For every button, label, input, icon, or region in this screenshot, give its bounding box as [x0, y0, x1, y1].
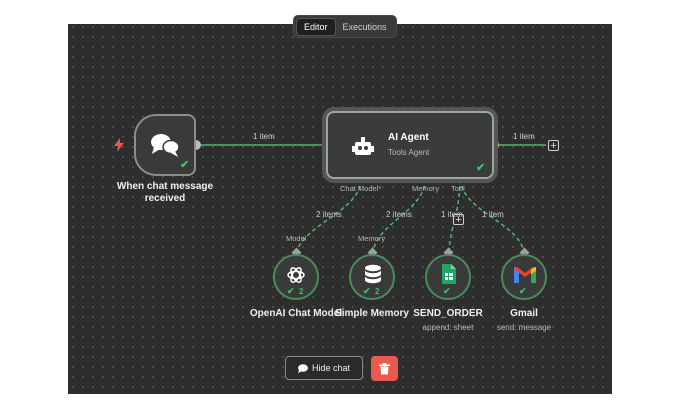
edge-label-chat-model: 2 items: [316, 210, 342, 219]
openai-chat-model-node[interactable]: ✔ 2: [273, 254, 319, 300]
agent-success-check-icon: ✔: [476, 162, 486, 174]
chat-model-connector-label: Chat Model*: [340, 184, 382, 193]
hide-chat-button[interactable]: Hide chat: [285, 356, 363, 380]
trash-icon: [379, 362, 390, 374]
edge-label-gmail: 1 item: [482, 210, 504, 219]
trigger-title-line2: received: [144, 193, 186, 204]
send-order-success-check-icon: ✔: [443, 286, 451, 296]
send-order-title: SEND_ORDER: [413, 308, 483, 319]
openai-icon: [287, 267, 305, 283]
memory-title: Simple Memory: [335, 308, 409, 319]
lightning-bolt-icon: [114, 138, 124, 152]
model-target-label: Model: [286, 234, 307, 243]
send-order-subtitle: append: sheet: [422, 323, 474, 332]
add-next-node-button[interactable]: +: [548, 140, 559, 152]
memory-connector-label: Memory: [412, 184, 440, 193]
openai-success-check-icon: ✔: [287, 286, 295, 296]
edge-label-send-order: 1 item: [441, 210, 463, 219]
agent-title: AI Agent: [388, 132, 429, 143]
openai-title: OpenAI Chat Model: [249, 308, 343, 319]
add-tool-button[interactable]: +: [453, 214, 464, 226]
google-sheets-icon: [442, 264, 456, 284]
memory-success-check-icon: ✔: [363, 286, 371, 296]
wire-tool-sheet: [448, 178, 461, 253]
openai-run-count: 2: [299, 287, 304, 296]
gmail-title: Gmail: [510, 308, 538, 319]
workflow-canvas[interactable]: Editor Executions: [68, 12, 612, 394]
gmail-subtitle: send: message: [496, 323, 552, 332]
send-order-node[interactable]: ✔: [425, 254, 471, 300]
edge-label-memory: 2 items: [386, 210, 412, 219]
gmail-icon: [514, 267, 536, 283]
wire-memory: [372, 178, 427, 253]
tab-executions[interactable]: Executions: [342, 21, 387, 32]
view-tabs: Editor Executions: [293, 15, 397, 38]
hide-chat-label: Hide chat: [311, 363, 351, 373]
chat-trigger-node[interactable]: ✔: [134, 114, 196, 176]
tab-editor[interactable]: Editor: [296, 17, 336, 36]
agent-subtitle: Tools Agent: [388, 148, 430, 157]
trigger-success-check-icon: ✔: [180, 159, 190, 171]
wire-tool-gmail: [459, 178, 525, 253]
chat-bubbles-icon: [151, 134, 180, 157]
trigger-title-line1: When chat message: [116, 181, 214, 192]
simple-memory-node[interactable]: ✔ 2: [349, 254, 395, 300]
ai-agent-node[interactable]: AI Agent Tools Agent ✔: [326, 111, 494, 179]
chat-bubble-icon: [297, 363, 308, 373]
tool-connector-label: Tool: [451, 184, 465, 193]
gmail-node[interactable]: ✔: [501, 254, 547, 300]
robot-icon: [352, 137, 374, 155]
edge-label-trigger-agent: 1 item: [253, 132, 275, 141]
database-icon: [365, 264, 381, 284]
wire-chat-model: [295, 178, 363, 253]
delete-button[interactable]: [371, 356, 398, 381]
gmail-success-check-icon: ✔: [519, 286, 527, 296]
memory-target-label: Memory: [358, 234, 386, 243]
memory-run-count: 2: [375, 287, 380, 296]
trigger-title: When chat message received: [106, 181, 224, 205]
edge-label-agent-out: 1 item: [513, 132, 535, 141]
